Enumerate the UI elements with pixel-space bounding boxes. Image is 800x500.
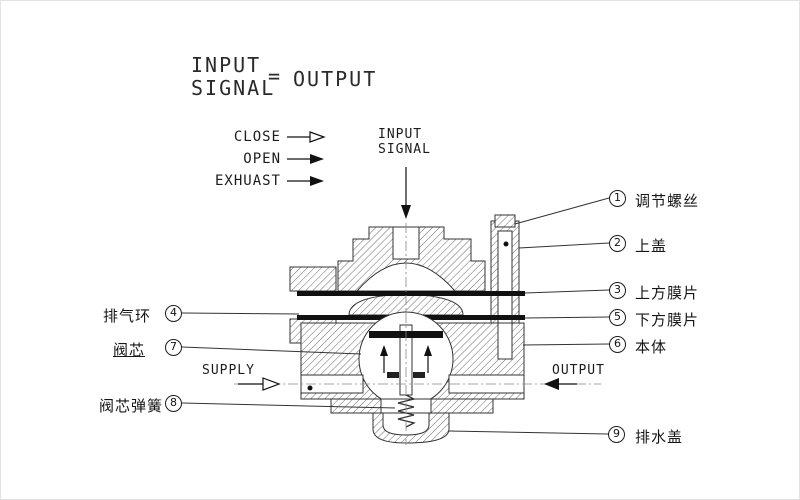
open-arrow-icon [287,154,324,164]
supply-arrow-icon [238,377,281,391]
centerlines [234,223,601,445]
callout-8-label: 阀芯弹簧 [99,397,164,415]
top-cap-shape [337,226,486,292]
input-arrow-icon [401,167,411,219]
legend-open-label: OPEN [243,151,281,167]
callout-9-label: 排水盖 [635,428,684,446]
valve-spring-shape [397,394,416,428]
output-arrow-icon [544,378,577,390]
heading-output: OUTPUT [293,67,378,91]
legend-exhaust-label: EXHUAST [214,173,281,189]
callout-3-label: 上方膜片 [635,284,700,302]
input-signal-label-line2: SIGNAL [378,142,431,157]
heading-equals: = [268,64,283,88]
callout-3-badge: 3 [609,282,626,299]
exhaust-arrow-icon [287,176,324,186]
drain-cap-shape [372,412,450,444]
callout-1-label: 调节螺丝 [635,192,700,210]
heading-input: INPUT [191,53,262,77]
callout-9-badge: 9 [608,426,625,443]
output-port-label: OUTPUT [552,363,605,378]
leader-lines [181,197,610,435]
callout-8-badge: 8 [165,395,182,412]
callout-7-badge: 7 [165,339,182,356]
legend-close-label: CLOSE [233,129,281,145]
close-arrow-icon [287,131,326,143]
heading-signal: SIGNAL [191,76,276,100]
callout-4-label: 排气环 [103,307,152,325]
callout-2-label: 上盖 [635,237,668,255]
upper-diaphragm-shape [297,291,525,296]
input-signal-label-line1: INPUT [378,127,423,142]
adjustment-screw-shape [494,214,516,228]
callout-6-label: 本体 [635,338,668,356]
callout-7-label: 阀芯 [113,341,146,359]
callout-2-badge: 2 [609,235,626,252]
flow-up-arrows [380,345,432,373]
callout-5-label: 下方膜片 [635,311,700,329]
callout-5-badge: 5 [609,309,626,326]
supply-label: SUPPLY [202,363,255,378]
callout-6-badge: 6 [609,336,626,353]
callout-1-badge: 1 [609,190,626,207]
callout-4-badge: 4 [165,305,182,322]
